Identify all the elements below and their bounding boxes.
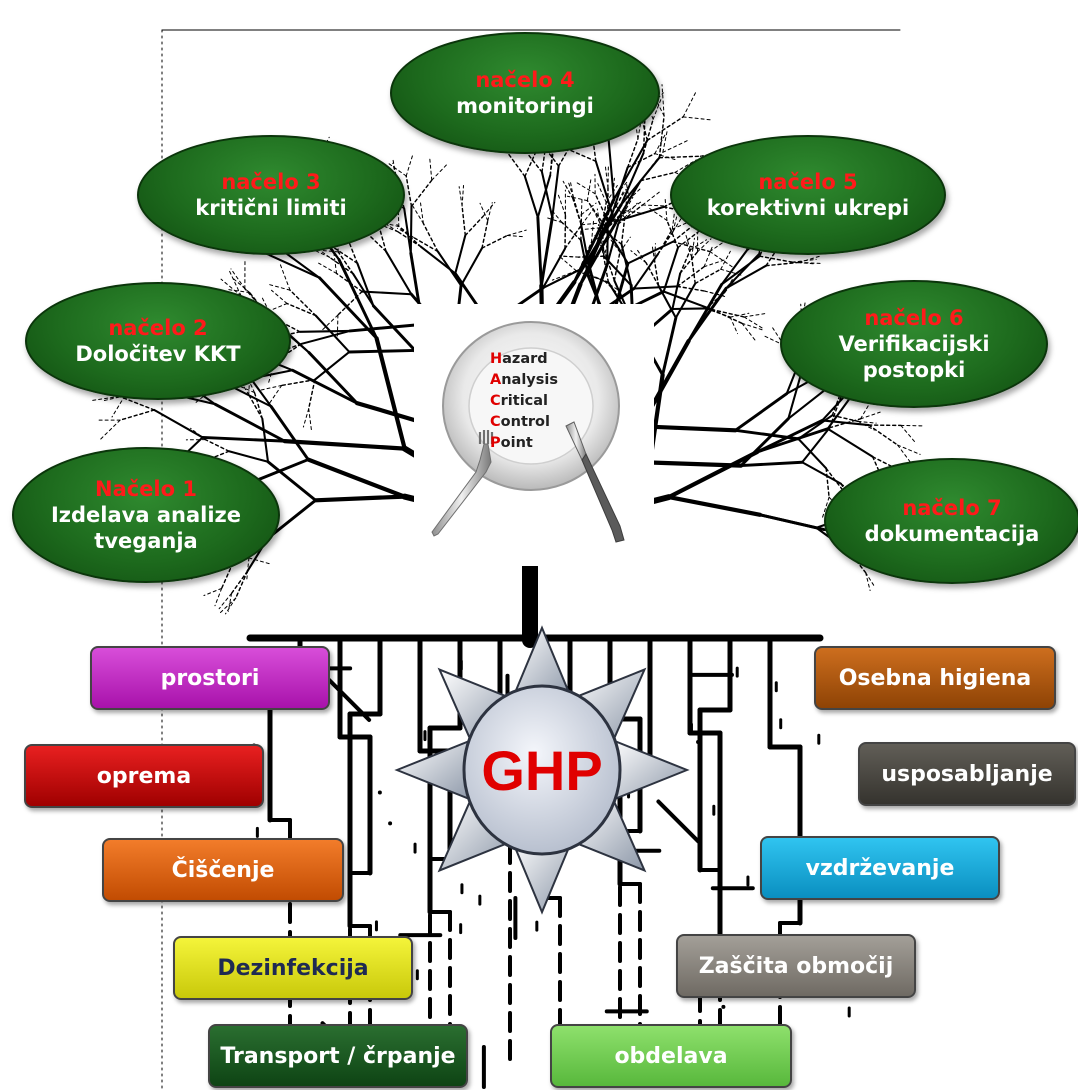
fork-icon <box>431 430 494 537</box>
ghp-item-usposabljanje: usposabljanje <box>858 742 1076 806</box>
haccp-word: Hazard <box>490 351 548 367</box>
principle-1-bubble: Načelo 1 Izdelava analize tveganja <box>12 447 280 583</box>
ghp-item-zascita: Zaščita območij <box>676 934 916 998</box>
principle-4-bubble: načelo 4 monitoringi <box>390 32 660 154</box>
box-label: prostori <box>160 665 260 691</box>
principle-5-bubble: načelo 5 korektivni ukrepi <box>670 135 946 255</box>
ghp-item-higiena: Osebna higiena <box>814 646 1056 710</box>
ghp-item-oprema: oprema <box>24 744 264 808</box>
box-label: Transport / črpanje <box>220 1043 456 1069</box>
principle-number: načelo 2 <box>108 315 208 340</box>
principle-2-bubble: načelo 2 Določitev KKT <box>25 282 291 400</box>
knife-icon <box>565 421 625 543</box>
ghp-item-transport: Transport / črpanje <box>208 1024 468 1088</box>
principle-number: Načelo 1 <box>95 476 197 501</box>
ghp-item-ciscenje: Čiščenje <box>102 838 344 902</box>
box-label: Dezinfekcija <box>217 955 369 981</box>
principle-label: korektivni ukrepi <box>706 196 910 220</box>
principle-label: Izdelava analize tveganja <box>50 502 241 554</box>
haccp-word: Control <box>490 414 550 430</box>
principle-7-bubble: načelo 7 dokumentacija <box>824 458 1078 584</box>
ghp-label: GHP <box>481 739 603 802</box>
ghp-item-prostori: prostori <box>90 646 330 710</box>
haccp-word: Point <box>490 435 533 451</box>
box-label: Osebna higiena <box>838 665 1032 691</box>
box-label: Čiščenje <box>171 857 275 883</box>
principle-number: načelo 6 <box>864 305 964 330</box>
ghp-item-vzdrzevanje: vzdrževanje <box>760 836 1000 900</box>
ghp-item-dezinfekcija: Dezinfekcija <box>173 936 413 1000</box>
box-label: usposabljanje <box>881 761 1053 787</box>
box-label: vzdrževanje <box>805 855 955 881</box>
principle-label: Verifikacijski postopki <box>838 331 990 383</box>
box-label: Zaščita območij <box>698 953 894 979</box>
principle-number: načelo 7 <box>902 495 1002 520</box>
ghp-item-obdelava: obdelava <box>550 1024 792 1088</box>
principle-label: kritični limiti <box>195 196 347 220</box>
principle-label: dokumentacija <box>864 522 1040 546</box>
haccp-word: Analysis <box>490 372 558 388</box>
principle-number: načelo 5 <box>758 169 858 194</box>
box-label: oprema <box>96 763 192 789</box>
principle-6-bubble: načelo 6 Verifikacijski postopki <box>780 280 1048 408</box>
box-label: obdelava <box>614 1043 728 1069</box>
principle-3-bubble: načelo 3 kritični limiti <box>137 135 405 255</box>
principle-number: načelo 4 <box>475 67 575 92</box>
principle-number: načelo 3 <box>221 169 321 194</box>
principle-label: monitoringi <box>456 94 594 118</box>
principle-label: Določitev KKT <box>75 342 241 366</box>
haccp-word: Critical <box>490 393 548 409</box>
